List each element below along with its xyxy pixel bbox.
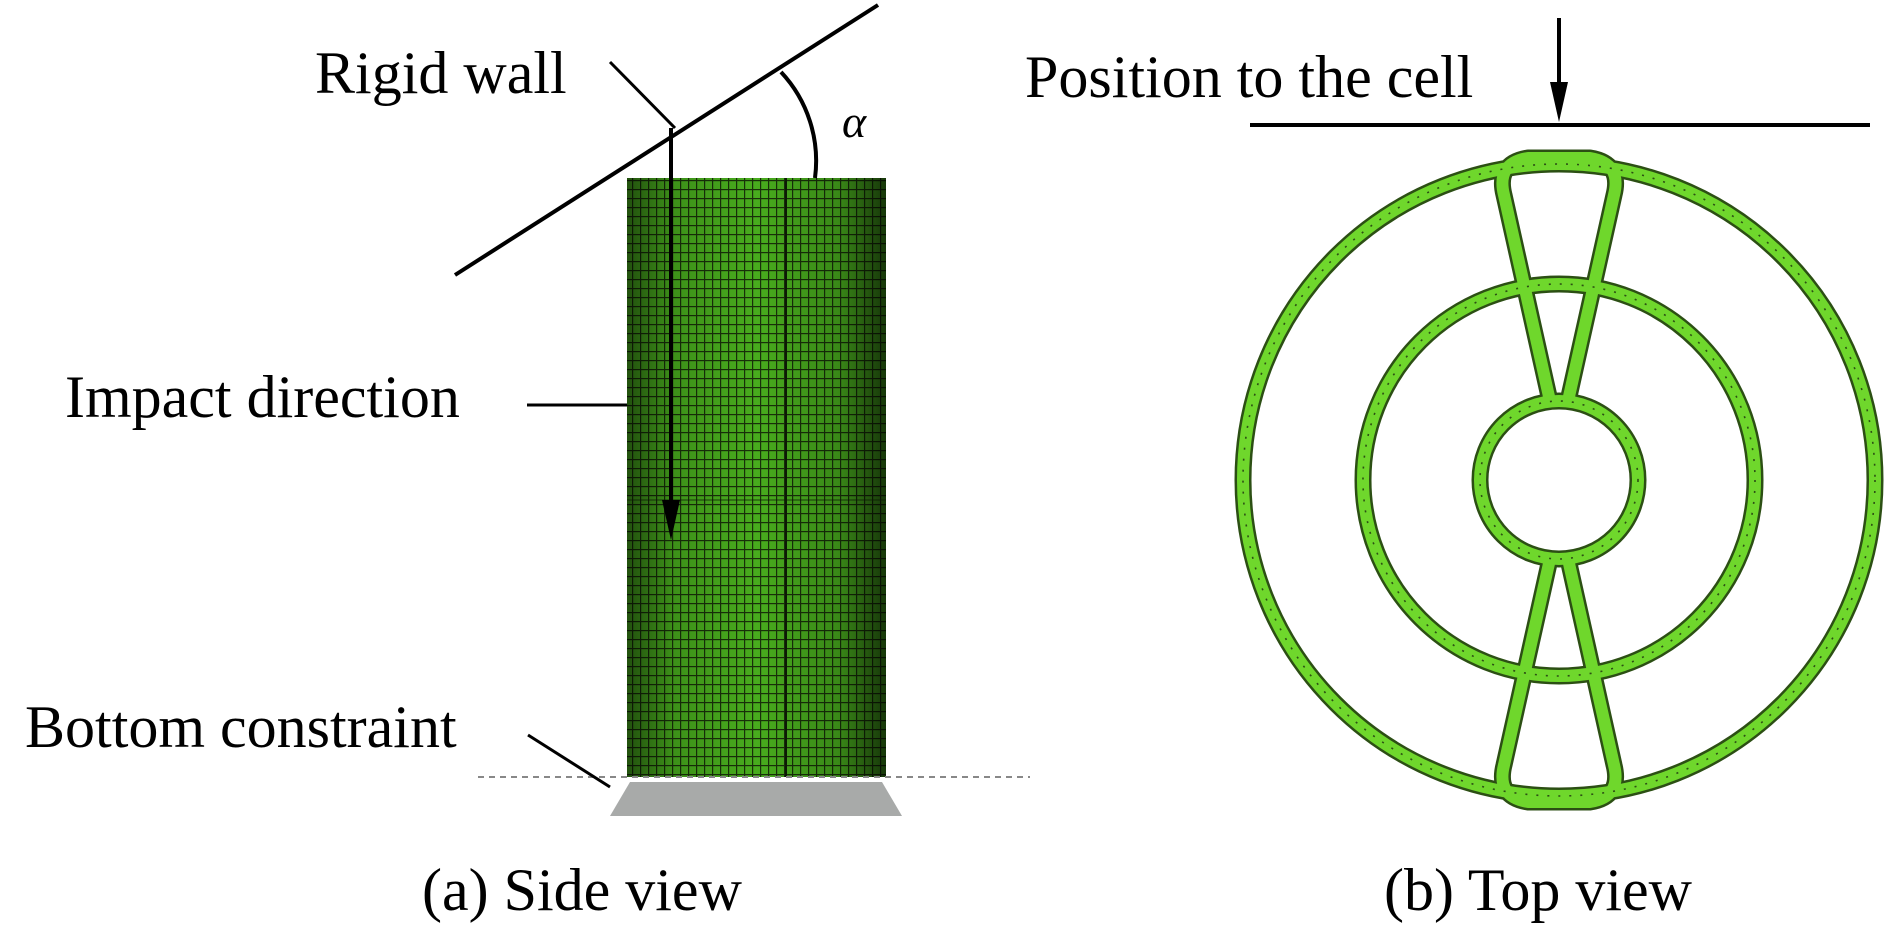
bottom-constraint-label: Bottom constraint xyxy=(25,694,457,760)
side-view-caption: (a) Side view xyxy=(422,857,743,923)
impact-direction-arrow xyxy=(662,128,680,540)
top-view-caption: (b) Top view xyxy=(1384,857,1693,923)
side-view: α Rigid wall Impact direction Bottom con… xyxy=(25,3,1030,923)
bottom-support xyxy=(478,776,1030,816)
upper-lobe xyxy=(1496,152,1622,403)
position-label: Position to the cell xyxy=(1025,44,1473,110)
outer-ring xyxy=(1237,158,1881,802)
cell-cross-section xyxy=(1234,149,1884,811)
top-view: Position to the cell xyxy=(1025,18,1884,923)
rigid-wall-leader xyxy=(608,60,677,130)
bottom-constraint-leader xyxy=(527,733,611,789)
impact-direction-label: Impact direction xyxy=(65,364,460,430)
rigid-wall-label: Rigid wall xyxy=(315,40,567,106)
alpha-angle-arc xyxy=(779,70,819,179)
rigid-wall-line xyxy=(453,3,880,277)
cylinder-mesh xyxy=(627,178,886,777)
alpha-label: α xyxy=(842,96,867,147)
lower-lobe xyxy=(1496,557,1622,808)
position-arrow xyxy=(1550,18,1568,122)
middle-ring xyxy=(1357,278,1761,682)
